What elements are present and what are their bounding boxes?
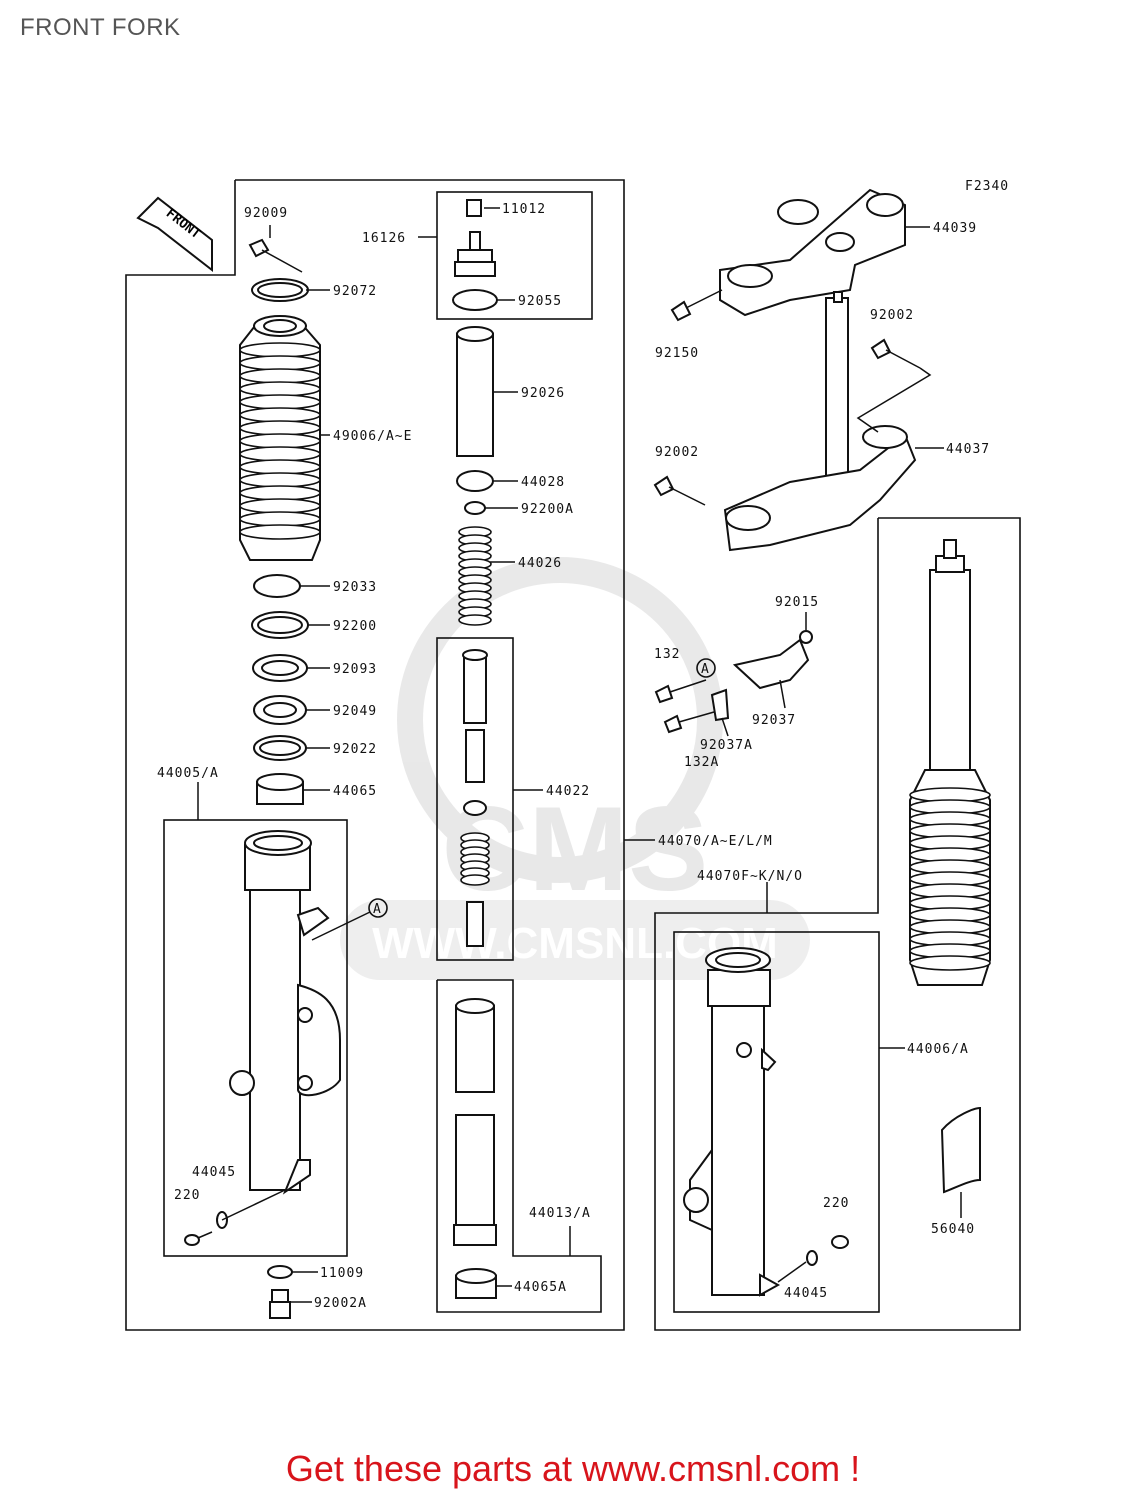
- ref-marker-a-right: [696, 658, 716, 678]
- box-44006: [673, 931, 880, 1313]
- label-92055: 92055: [518, 294, 562, 309]
- front-direction-arrow: FRONT: [136, 196, 213, 273]
- label-92026: 92026: [521, 386, 565, 401]
- label-11009: 11009: [320, 1266, 364, 1281]
- bolt-220-left: [184, 1189, 286, 1246]
- label-92002-lower: 92002: [655, 445, 699, 460]
- label-92037: 92037: [752, 713, 796, 728]
- bolt-132: [654, 679, 707, 704]
- label-44006: 44006/A: [907, 1042, 969, 1057]
- watermark: CMS WWW.CMSNL.COM: [340, 557, 810, 980]
- bolt-92002-upper: [870, 338, 921, 369]
- label-44026: 44026: [518, 556, 562, 571]
- label-44045-right: 44045: [784, 1286, 828, 1301]
- box-44005: [163, 819, 348, 1257]
- bushing-44065A: [455, 1268, 497, 1299]
- label-132: 132: [654, 647, 680, 662]
- bolt-92002A: [269, 1289, 291, 1319]
- damper-rod-44022: [462, 649, 488, 947]
- label-44065: 44065: [333, 784, 377, 799]
- box-44013: [436, 979, 602, 1313]
- label-92015: 92015: [775, 595, 819, 610]
- upper-bracket-44039: [719, 188, 906, 317]
- label-49006: 49006/A~E: [333, 429, 412, 444]
- box-44022: [436, 637, 514, 961]
- boot-ribs-right: [909, 787, 991, 971]
- right-fork-inner-tube: [929, 539, 971, 771]
- label-92200: 92200: [333, 619, 377, 634]
- bolt-92009: [248, 238, 303, 273]
- box-16126: [436, 191, 593, 320]
- label-44039: 44039: [933, 221, 977, 236]
- assembly-44070-outline: [125, 179, 625, 1331]
- label-92033: 92033: [333, 580, 377, 595]
- ref-marker-a-right-text: A: [701, 662, 710, 677]
- label-92002-upper: 92002: [870, 308, 914, 323]
- page-title: FRONT FORK: [20, 14, 181, 41]
- spacer-92026: [456, 326, 494, 457]
- label-56040: 56040: [931, 1222, 975, 1237]
- inner-tube-44013: [453, 998, 497, 1246]
- washer-11009: [267, 1265, 293, 1279]
- label-44065A: 44065A: [514, 1280, 567, 1295]
- bolt-132A: [663, 711, 715, 734]
- bolt-92150: [670, 289, 723, 322]
- part-labels: 92009 92072 49006/A~E 92033 92200 92093 …: [157, 202, 990, 1311]
- label-44045: 44045: [192, 1165, 236, 1180]
- stem-44037: [723, 291, 917, 552]
- label-92022: 92022: [333, 742, 377, 757]
- label-44070: 44070/A~E/L/M: [658, 834, 773, 849]
- outer-tube-44005: [229, 830, 341, 1195]
- label-220-right: 220: [823, 1196, 849, 1211]
- outer-tube-44006: [683, 947, 781, 1297]
- label-92049: 92049: [333, 704, 377, 719]
- label-92072: 92072: [333, 284, 377, 299]
- rebound-spring: [460, 832, 490, 886]
- assembly-44070F-outline: [654, 517, 1021, 1331]
- guard-56040: [940, 1106, 981, 1194]
- footer-cta[interactable]: Get these parts at www.cmsnl.com !: [285, 1448, 861, 1489]
- leader-lines: [197, 207, 962, 1303]
- label-44013: 44013/A: [529, 1206, 591, 1221]
- label-92093: 92093: [333, 662, 377, 677]
- label-44028: 44028: [521, 475, 565, 490]
- label-92150: 92150: [655, 346, 699, 361]
- front-fork-exploded-diagram: CMS WWW.CMSNL.COM F2340 FRONT: [125, 179, 1021, 1331]
- label-44022: 44022: [546, 784, 590, 799]
- oring-92055: [452, 289, 498, 311]
- label-92037A: 92037A: [700, 738, 753, 753]
- label-92200A: 92200A: [521, 502, 574, 517]
- hose-clamp-92037: [710, 630, 813, 722]
- bushing-44065: [256, 773, 304, 805]
- bolt-92002-lower: [653, 475, 706, 506]
- boot-ribs: [239, 342, 321, 540]
- ref-marker-a-left: [368, 898, 388, 918]
- washer-92200A: [464, 501, 486, 515]
- label-132A: 132A: [684, 755, 719, 770]
- seat-44028: [456, 470, 494, 492]
- label-44070F: 44070F~K/N/O: [697, 869, 803, 884]
- diagram-code: F2340: [965, 179, 1009, 194]
- label-220: 220: [174, 1188, 200, 1203]
- ref-marker-a-left-text: A: [373, 902, 382, 917]
- label-44037: 44037: [946, 442, 990, 457]
- spring-44026: [458, 526, 492, 626]
- bolt-220-right: [777, 1235, 849, 1283]
- label-92009: 92009: [244, 206, 288, 221]
- label-11012: 11012: [502, 202, 546, 217]
- label-92002A: 92002A: [314, 1296, 367, 1311]
- label-16126: 16126: [362, 231, 406, 246]
- circlip-92033: [253, 574, 301, 598]
- label-44005: 44005/A: [157, 766, 219, 781]
- cap-bolt-16126: [454, 199, 496, 277]
